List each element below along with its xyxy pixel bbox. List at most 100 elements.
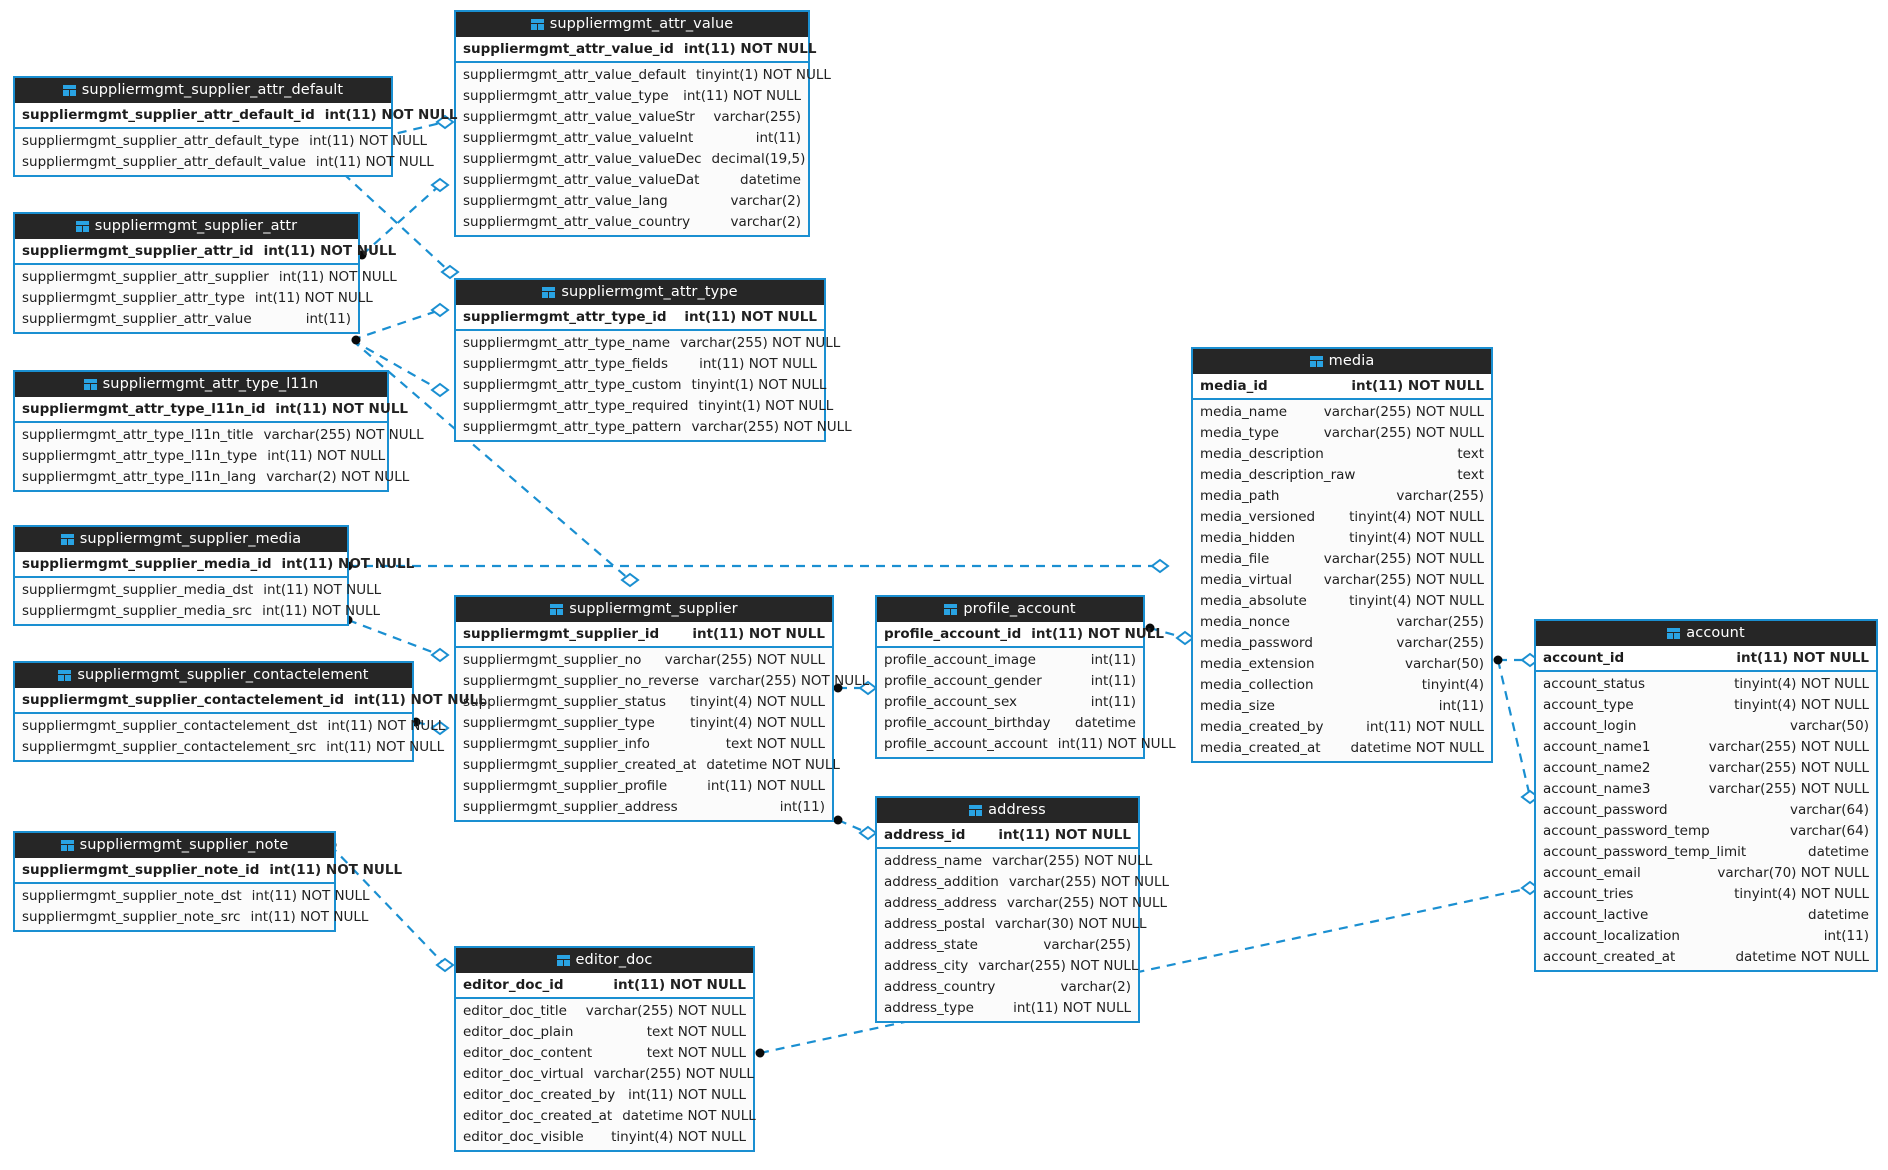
column-row[interactable]: suppliermgmt_supplier_attr_default_value… xyxy=(15,151,434,173)
column-row[interactable]: suppliermgmt_supplier_contactelement_dst… xyxy=(15,715,445,737)
column-row[interactable]: suppliermgmt_supplier_contactelement_src… xyxy=(15,736,444,758)
